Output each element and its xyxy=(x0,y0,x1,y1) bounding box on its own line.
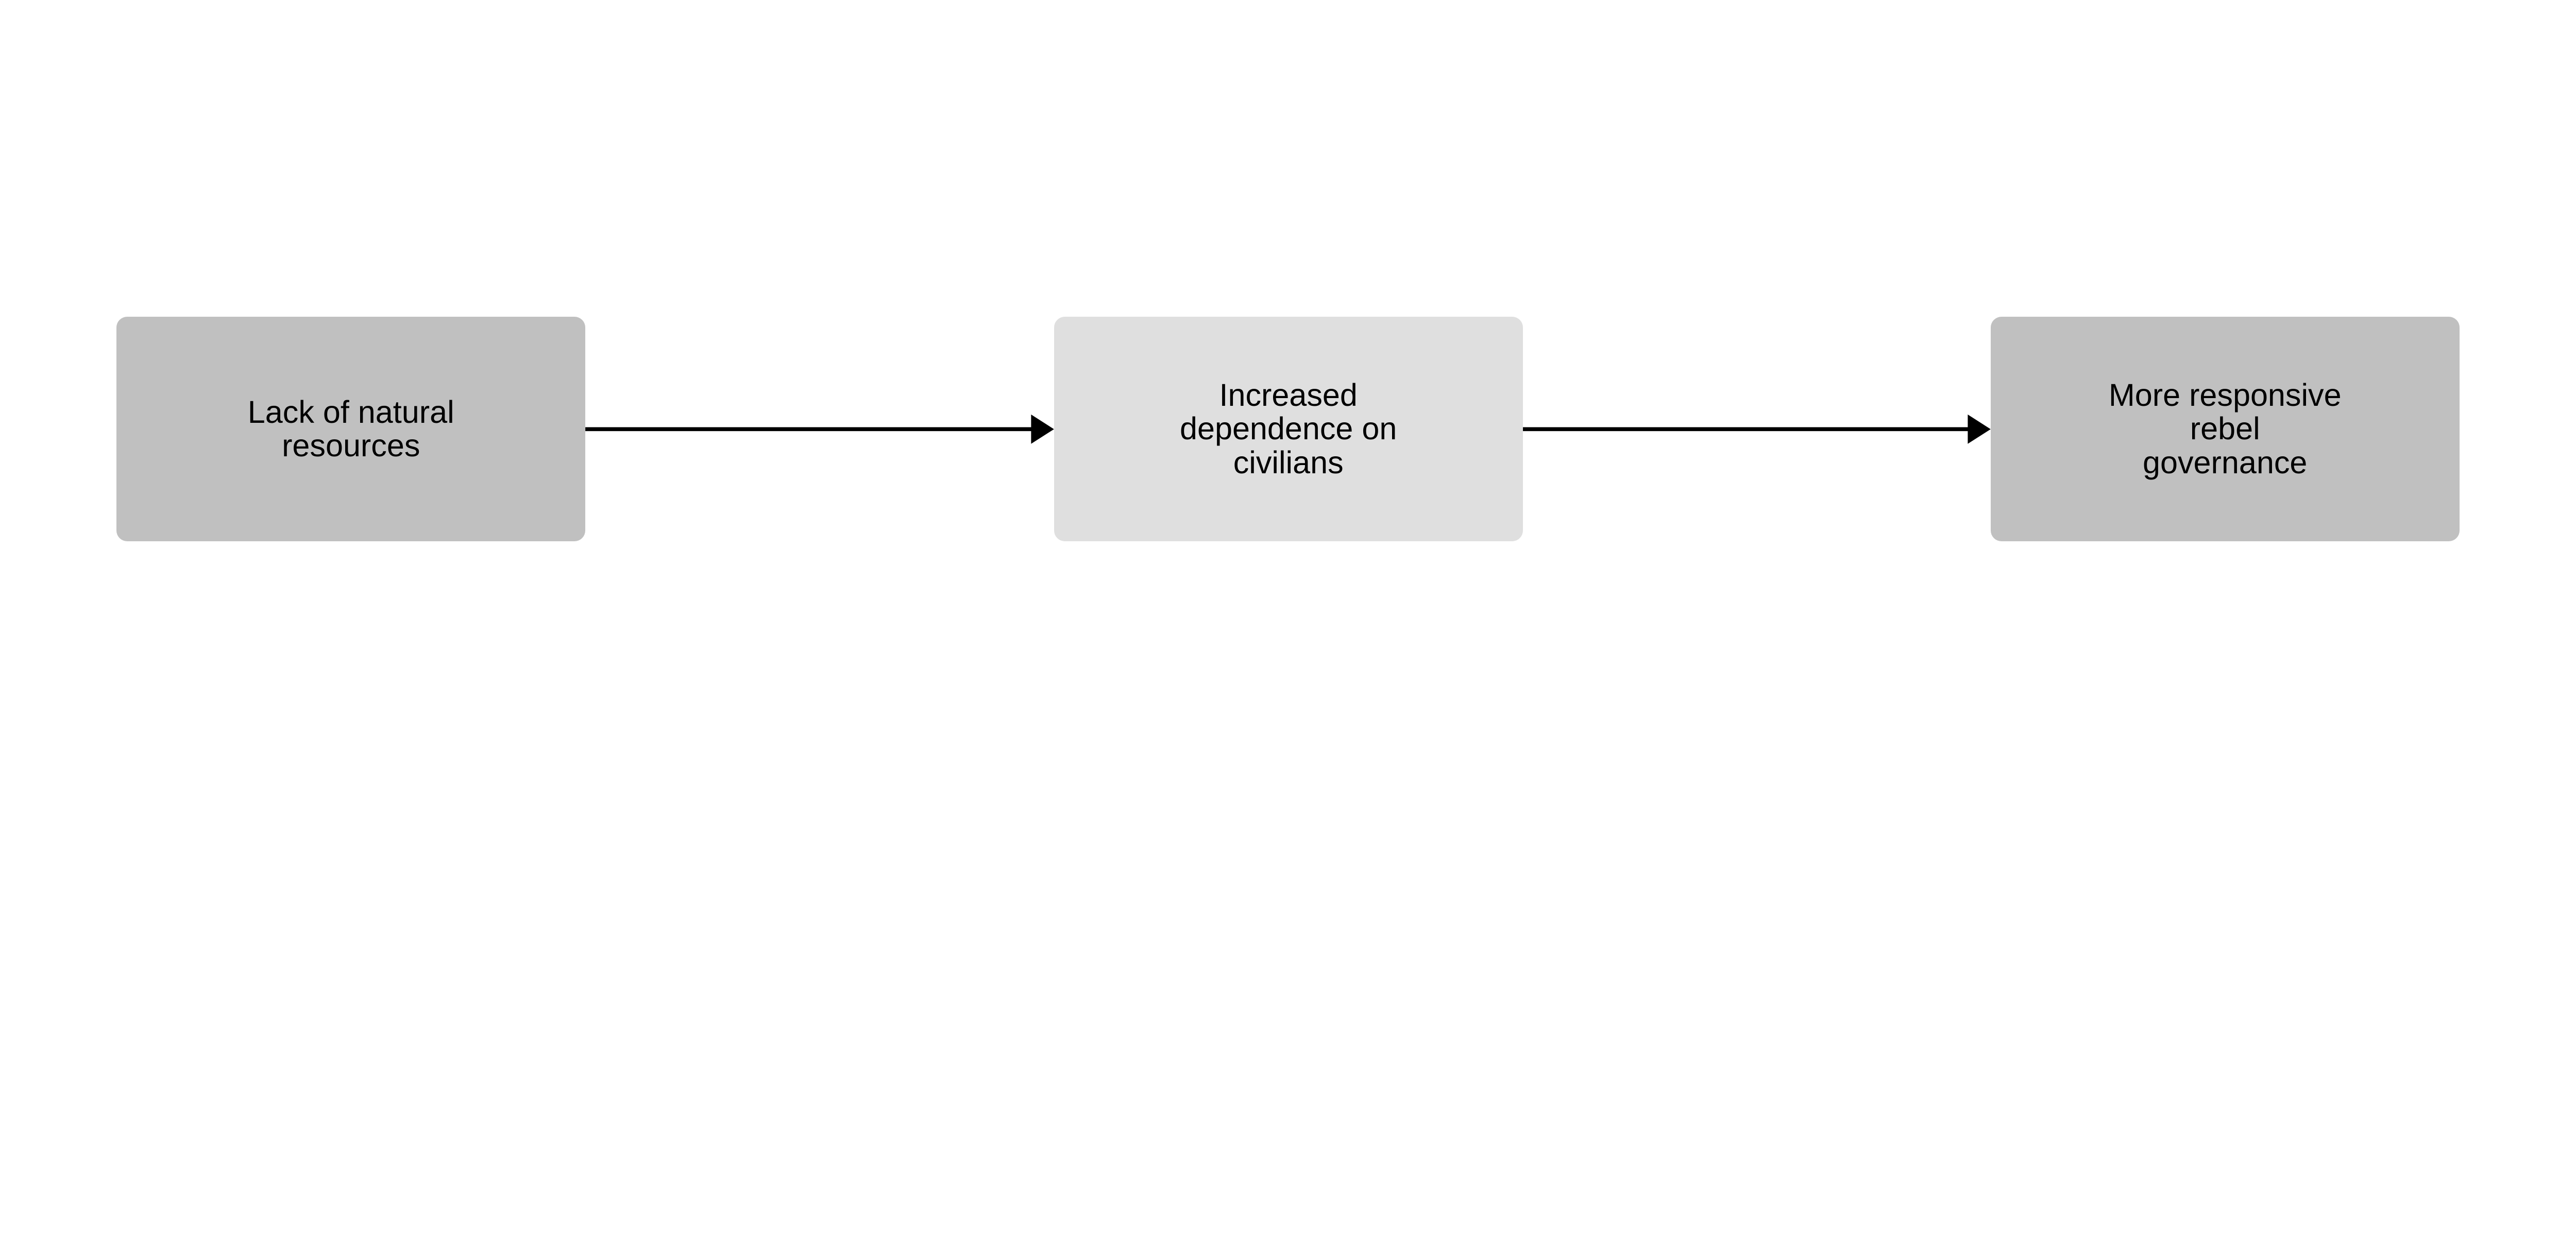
arrowhead-icon xyxy=(1031,414,1054,444)
diagram-edges xyxy=(585,414,1991,444)
node-label: Lack of natural resources xyxy=(247,394,454,463)
edge-dependence-to-governance xyxy=(1522,414,1991,444)
node-label: More responsive rebel governance xyxy=(2108,377,2342,480)
node-increased-dependence-on-civilians: Increased dependence on civilians xyxy=(1054,317,1523,541)
edge-lack-to-dependence xyxy=(585,414,1054,444)
node-label: Increased dependence on civilians xyxy=(1179,377,1397,480)
node-more-responsive-rebel-governance: More responsive rebel governance xyxy=(1990,317,2460,541)
arrowhead-icon xyxy=(1968,414,1991,444)
node-lack-of-natural-resources: Lack of natural resources xyxy=(116,317,586,541)
